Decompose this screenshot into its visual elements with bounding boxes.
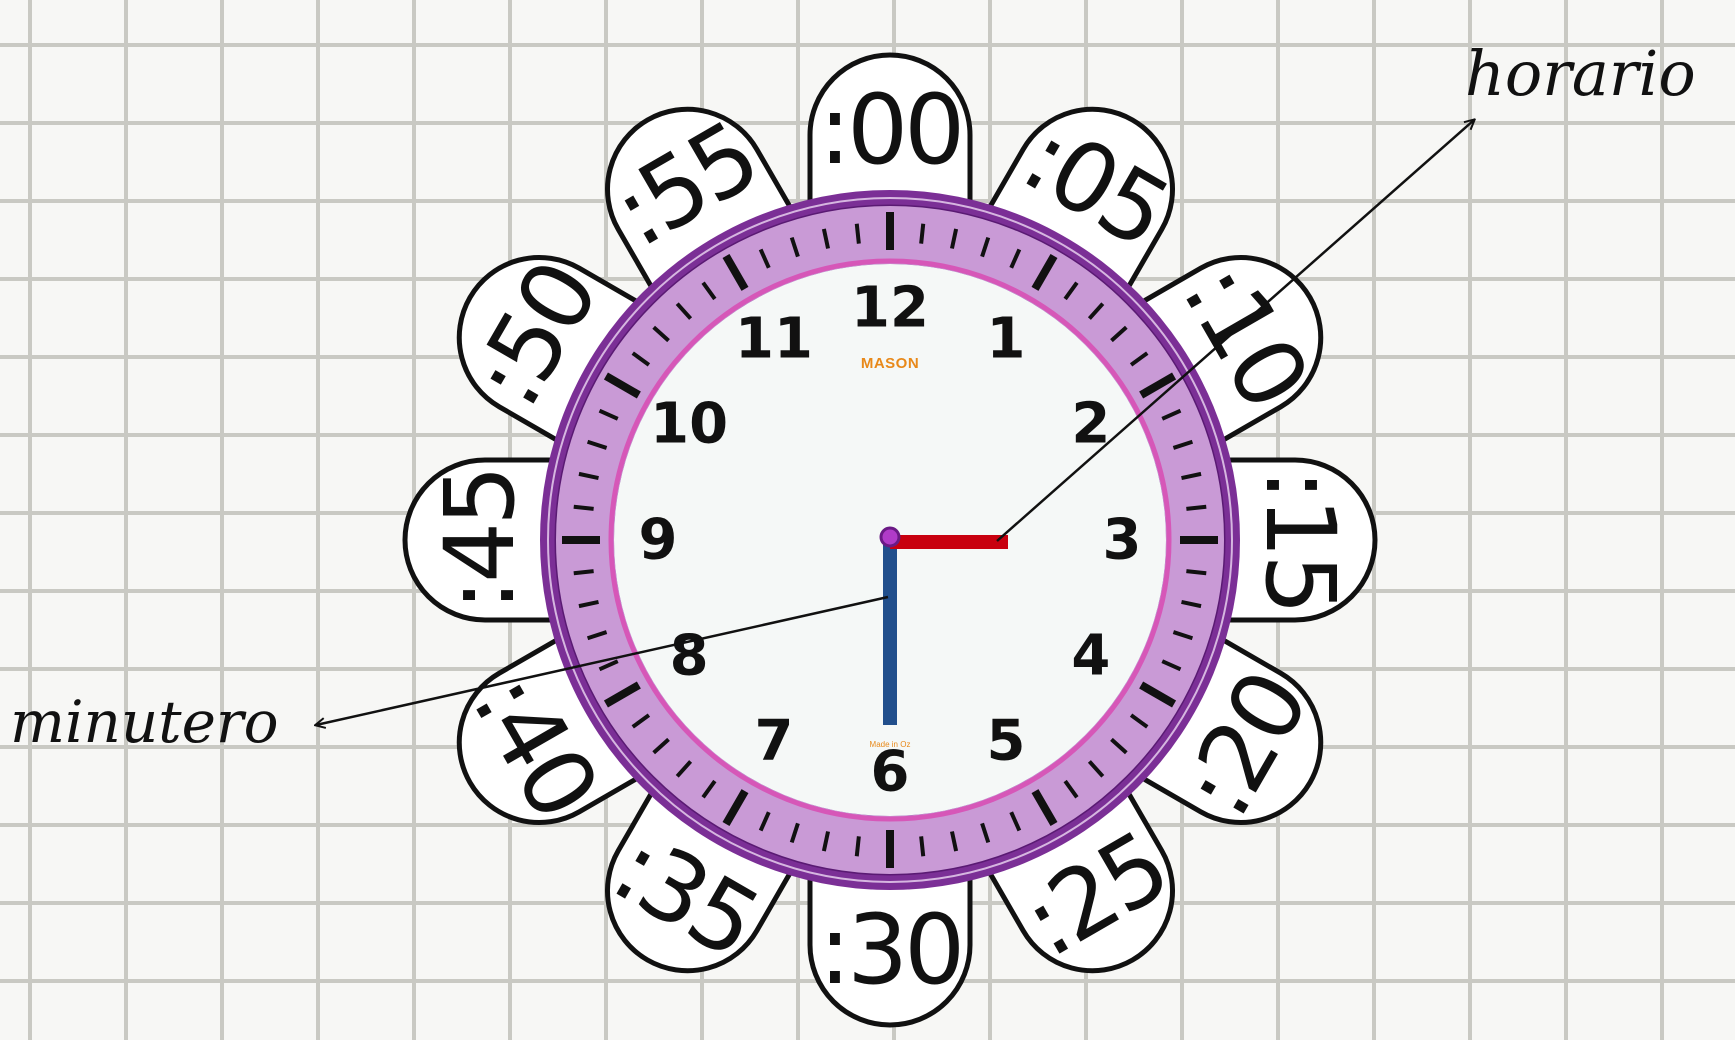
hour-number: 9: [639, 508, 678, 573]
clock-brand: MASON: [861, 355, 919, 372]
hour-number: 6: [871, 740, 910, 805]
hour-hand: [890, 535, 1008, 549]
minute-petal-label: :15: [1244, 469, 1356, 612]
minute-petal-label: :00: [819, 74, 962, 186]
minute-petal-label: :45: [424, 469, 536, 612]
hour-number: 8: [670, 624, 709, 689]
hour-number: 3: [1103, 508, 1142, 573]
hour-number: 4: [1071, 624, 1110, 689]
tick-mark: [1186, 571, 1206, 573]
hour-number: 5: [987, 708, 1026, 773]
center-pin: [881, 528, 899, 546]
tick-mark: [857, 224, 859, 244]
minute-hand: [883, 540, 897, 725]
tick-mark: [574, 571, 594, 573]
hour-number: 12: [851, 276, 929, 341]
hour-number: 7: [755, 708, 794, 773]
tick-mark: [921, 224, 923, 244]
tick-mark: [857, 836, 859, 856]
hour-number: 1: [987, 307, 1026, 372]
hour-number: 11: [735, 307, 813, 372]
minute-hand-label: minutero: [10, 688, 279, 756]
tick-mark: [921, 836, 923, 856]
tick-mark: [574, 507, 594, 509]
tick-mark: [1186, 507, 1206, 509]
hour-number: 10: [650, 392, 728, 457]
minute-petal-label: :30: [819, 894, 962, 1006]
clock-footer-text: Made in Oz: [870, 740, 911, 749]
hour-hand-label: horario: [1465, 37, 1696, 110]
